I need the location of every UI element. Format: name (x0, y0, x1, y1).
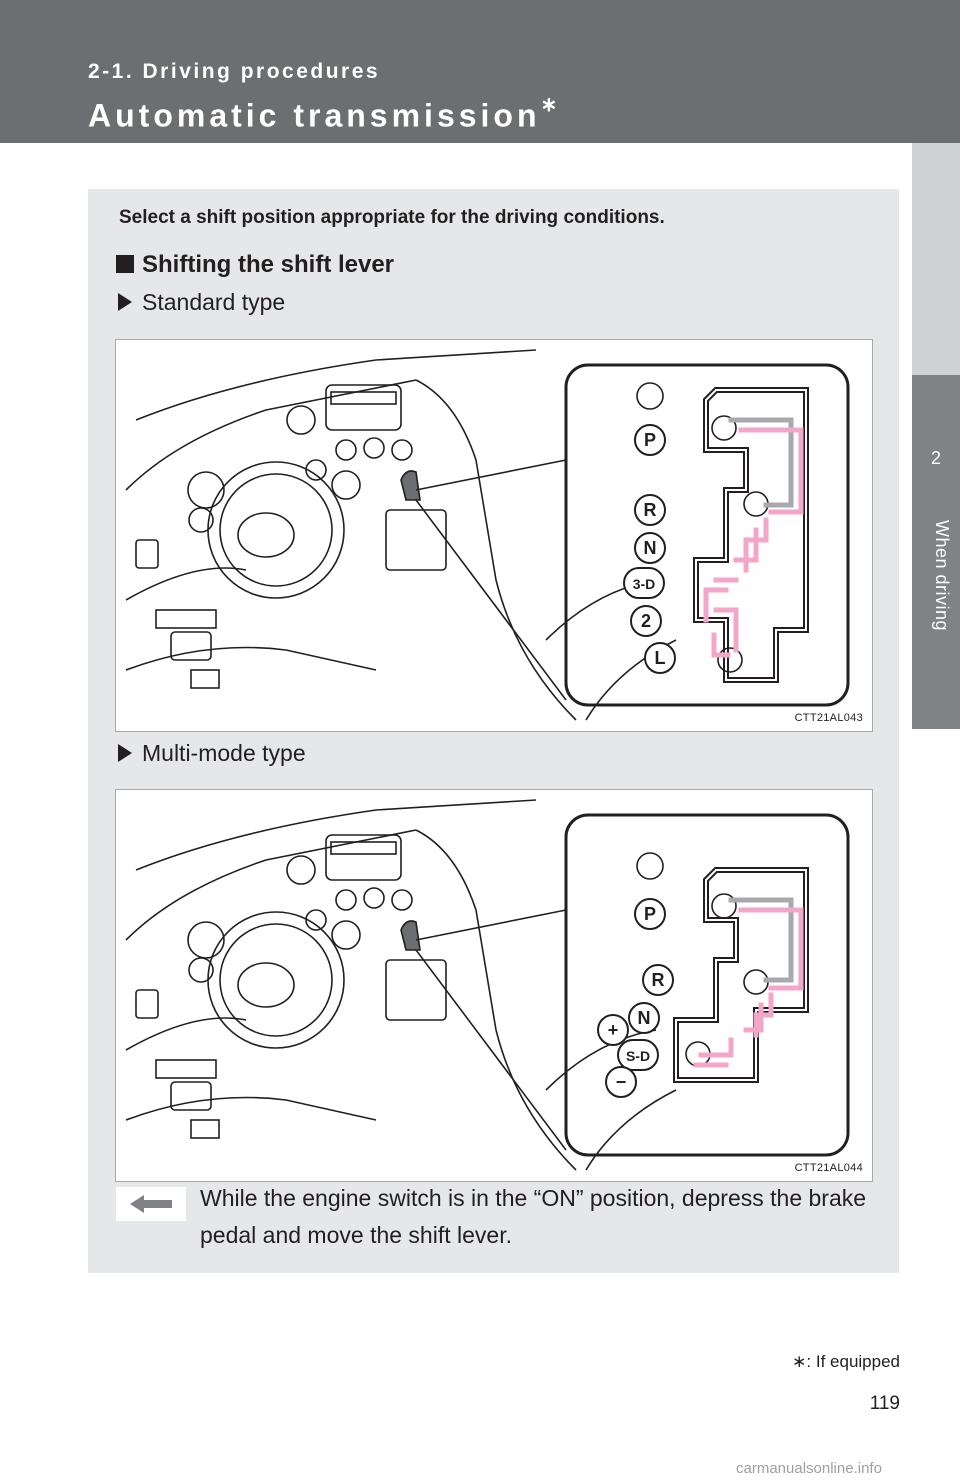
multimode-type-text: Multi-mode type (142, 740, 306, 766)
svg-text:+: + (608, 1020, 619, 1040)
svg-text:P: P (644, 430, 656, 450)
shift-position-badge: R (642, 964, 674, 996)
multimode-shift-positions: P RN S-D + − (597, 898, 674, 1098)
triangle-bullet-icon (118, 744, 132, 762)
title-text: Automatic transmission (88, 97, 541, 134)
shift-position-badge: N (628, 1002, 660, 1034)
svg-text:2: 2 (641, 611, 651, 631)
chapter-number: 2 (930, 448, 941, 468)
title-asterisk: ∗ (540, 94, 558, 116)
left-arrow-icon (130, 1195, 172, 1213)
chapter-tab[interactable] (912, 375, 960, 729)
svg-text:R: R (652, 970, 665, 990)
note-arrow-box (116, 1187, 186, 1221)
svg-text:N: N (638, 1008, 651, 1028)
shift-position-badge: P (634, 424, 666, 456)
shift-position-badge: S-D (617, 1039, 659, 1071)
multimode-type-label: Multi-mode type (118, 740, 306, 767)
svg-text:3-D: 3-D (633, 576, 656, 592)
svg-text:R: R (644, 500, 657, 520)
square-bullet-icon (116, 255, 134, 273)
triangle-bullet-icon (118, 293, 132, 311)
svg-text:S-D: S-D (626, 1048, 650, 1064)
plus-icon: + (597, 1014, 629, 1046)
intro-text: Select a shift position appropriate for … (119, 207, 665, 228)
illustration-code: CTT21AL044 (794, 1162, 863, 1174)
svg-text:L: L (655, 648, 666, 668)
shift-position-badge: 2 (630, 605, 662, 637)
section-heading-text: Shifting the shift lever (142, 251, 395, 278)
minus-icon: − (605, 1066, 637, 1098)
shift-position-badge: P (634, 898, 666, 930)
note-text: While the engine switch is in the “ON” p… (200, 1185, 867, 1248)
chapter-label: When driving (932, 520, 952, 632)
shift-position-badge: 3-D (623, 567, 665, 599)
footnote: ∗: If equipped (792, 1352, 900, 1371)
watermark: carmanualsonline.info (736, 1460, 882, 1477)
svg-text:N: N (644, 538, 657, 558)
section-heading: Shifting the shift lever (116, 251, 394, 279)
multimode-dashboard-drawing: P RN S-D + − (125, 799, 850, 1171)
svg-text:P: P (644, 904, 656, 924)
shift-position-badge: L (644, 642, 676, 674)
page-header: 2-1. Driving procedures Automatic transm… (0, 0, 960, 143)
standard-dashboard-drawing: P RN 3-D 2L (125, 349, 850, 721)
page-number: 119 (869, 1393, 900, 1414)
shift-position-badge: R (634, 494, 666, 526)
standard-type-label: Standard type (118, 289, 285, 316)
page-title: Automatic transmission∗ (88, 94, 558, 135)
standard-type-text: Standard type (142, 289, 286, 315)
illustration-code: CTT21AL043 (794, 712, 863, 724)
shift-position-badge: N (634, 532, 666, 564)
svg-text:−: − (616, 1072, 627, 1092)
standard-shift-positions: P RN 3-D 2L (623, 424, 676, 674)
section-subtitle: 2-1. Driving procedures (88, 60, 381, 83)
